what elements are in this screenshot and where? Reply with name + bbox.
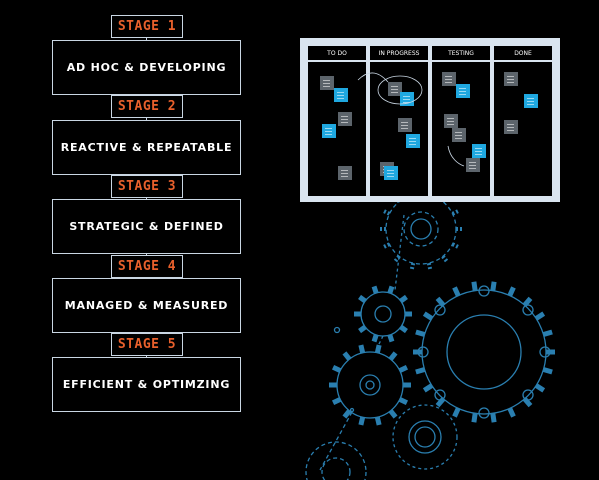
stage-5-box: EFFICIENT & OPTIMZING: [52, 357, 241, 412]
medium-gear-icon: [329, 344, 411, 426]
sticky-note: [504, 72, 518, 86]
sticky-note: [466, 158, 480, 172]
kanban-board: TO DO IN PROGRESS TESTING DONE: [300, 38, 560, 202]
sticky-note: [338, 166, 352, 180]
connector: [146, 35, 147, 43]
stage-2-box: REACTIVE & REPEATABLE: [52, 120, 241, 175]
ring-icon: [392, 404, 458, 470]
column-header: TO DO: [308, 46, 366, 62]
stage-3-box: STRATEGIC & DEFINED: [52, 199, 241, 254]
column-testing: TESTING: [432, 46, 490, 196]
sticky-note: [504, 120, 518, 134]
bottom-dashed-gear-icon: [305, 441, 367, 480]
sticky-note: [442, 72, 456, 86]
sticky-note: [472, 144, 486, 158]
sticky-note: [338, 112, 352, 126]
column-todo: TO DO: [308, 46, 366, 196]
stage-1-label: STAGE 1: [111, 15, 183, 38]
small-gear-icon: [354, 285, 412, 343]
sticky-note: [524, 94, 538, 108]
stage-5-label: STAGE 5: [111, 333, 183, 356]
column-header: TESTING: [432, 46, 490, 62]
sticky-note: [384, 166, 398, 180]
sticky-note: [444, 114, 458, 128]
column-in-progress: IN PROGRESS: [370, 46, 428, 196]
sticky-note: [406, 134, 420, 148]
large-gear-icon: [413, 281, 555, 423]
sticky-note: [456, 84, 470, 98]
sticky-note: [398, 118, 412, 132]
sticky-note: [452, 128, 466, 142]
stage-2-label: STAGE 2: [111, 95, 183, 118]
stage-1-box: AD HOC & DEVELOPING: [52, 40, 241, 95]
sticky-note: [334, 88, 348, 102]
stage-4-box: MANAGED & MEASURED: [52, 278, 241, 333]
column-header: DONE: [494, 46, 552, 62]
column-header: IN PROGRESS: [370, 46, 428, 62]
sticky-note: [320, 76, 334, 90]
sticky-note: [400, 92, 414, 106]
sticky-note: [322, 124, 336, 138]
stage-3-label: STAGE 3: [111, 175, 183, 198]
stage-4-label: STAGE 4: [111, 255, 183, 278]
column-done: DONE: [494, 46, 552, 196]
